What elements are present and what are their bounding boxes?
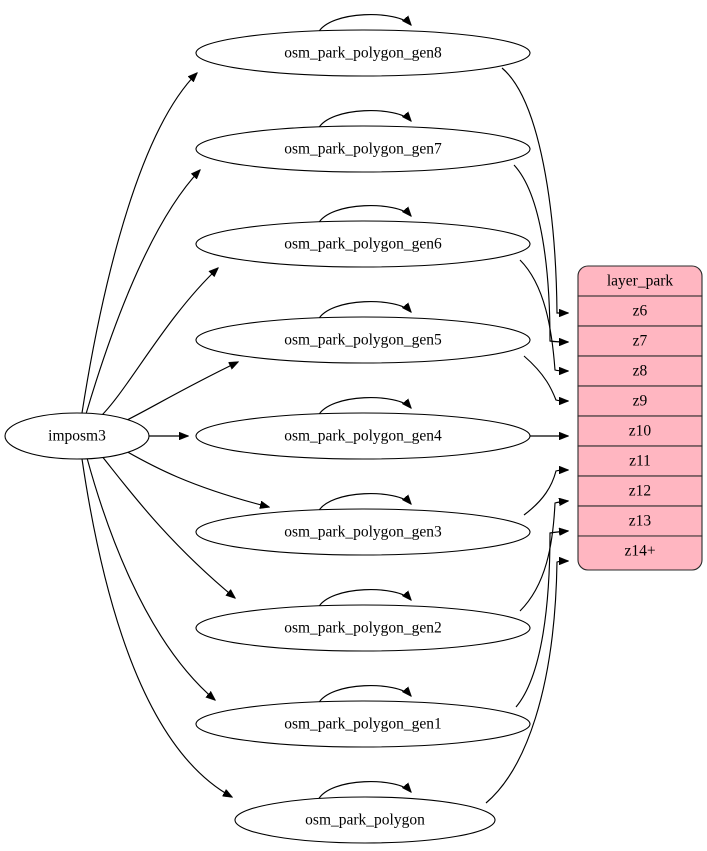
gen7-label: osm_park_polygon_gen7 xyxy=(284,141,442,158)
gen3-label: osm_park_polygon_gen3 xyxy=(284,524,442,541)
edge-imposm3-to-gen3 xyxy=(123,449,269,507)
edge-gen5-to-z9 xyxy=(523,355,568,401)
gen1-label: osm_park_polygon_gen1 xyxy=(284,716,442,733)
node-gen1[interactable]: osm_park_polygon_gen1 xyxy=(195,700,531,748)
self-loop-gen8 xyxy=(317,14,411,34)
gen8-label: osm_park_polygon_gen8 xyxy=(284,45,442,62)
layer-park-row-z8-label: z8 xyxy=(633,363,648,380)
edge-imposm3-to-gen1 xyxy=(86,457,215,700)
self-loop-gen4 xyxy=(317,397,411,417)
edges-to-layer-park xyxy=(485,67,568,804)
node-gen4[interactable]: osm_park_polygon_gen4 xyxy=(195,412,531,460)
gen6-label: osm_park_polygon_gen6 xyxy=(284,236,442,253)
layer-park-row-z14plus-label: z14+ xyxy=(624,543,655,560)
layer-park-row-z13[interactable] xyxy=(577,505,703,537)
self-loop-gen2 xyxy=(317,589,411,609)
self-loop-base xyxy=(317,781,411,801)
layer-park-row-z14plus[interactable] xyxy=(577,535,703,571)
edge-imposm3-to-base xyxy=(81,458,232,797)
edge-imposm3-to-gen6 xyxy=(99,268,218,418)
gen8-ellipse[interactable] xyxy=(195,29,531,77)
edge-imposm3-to-gen5 xyxy=(122,362,238,423)
layer-park-header-cell xyxy=(577,265,703,297)
layer-park-row-z9-label: z9 xyxy=(633,393,648,410)
edge-gen1-to-z13 xyxy=(515,531,568,708)
node-base[interactable]: osm_park_polygon xyxy=(234,796,496,844)
edge-imposm3-to-gen2 xyxy=(100,454,235,598)
edge-imposm3-to-gen8 xyxy=(81,73,197,414)
self-loop-edges xyxy=(317,14,411,801)
node-gen5[interactable]: osm_park_polygon_gen5 xyxy=(195,316,531,364)
node-gen8[interactable]: osm_park_polygon_gen8 xyxy=(195,29,531,77)
node-gen7[interactable]: osm_park_polygon_gen7 xyxy=(195,125,531,173)
edge-base-to-z14plus xyxy=(485,561,568,804)
gen3-ellipse[interactable] xyxy=(195,508,531,556)
node-layer-park-table[interactable]: layer_park z6 z7 z8 z9 z10 z11 z12 z13 z… xyxy=(577,265,703,571)
base-label: osm_park_polygon xyxy=(305,812,425,829)
self-loop-gen1 xyxy=(317,685,411,705)
self-loop-gen3 xyxy=(317,493,411,513)
edge-gen6-to-z8 xyxy=(519,259,568,371)
layer-park-row-z10[interactable] xyxy=(577,415,703,447)
gen4-label: osm_park_polygon_gen4 xyxy=(284,428,442,445)
layer-park-row-z11-label: z11 xyxy=(629,453,651,470)
node-gen2[interactable]: osm_park_polygon_gen2 xyxy=(195,604,531,652)
node-gen3[interactable]: osm_park_polygon_gen3 xyxy=(195,508,531,556)
gen2-label: osm_park_polygon_gen2 xyxy=(284,620,442,637)
layer-park-row-z6[interactable] xyxy=(577,295,703,327)
self-loop-gen5 xyxy=(317,301,411,321)
layer-park-row-z12[interactable] xyxy=(577,475,703,507)
self-loop-gen6 xyxy=(317,205,411,225)
edge-gen3-to-z11 xyxy=(523,470,568,516)
layer-park-row-z11[interactable] xyxy=(577,445,703,477)
layer-park-row-z10-label: z10 xyxy=(629,423,652,440)
edge-gen8-to-z6 xyxy=(501,67,568,313)
gen7-ellipse[interactable] xyxy=(195,125,531,173)
layer-park-row-z6-label: z6 xyxy=(633,303,648,320)
edges-from-imposm3 xyxy=(81,73,269,797)
self-loop-gen7 xyxy=(317,110,411,130)
gen6-ellipse[interactable] xyxy=(195,220,531,268)
layer-park-header-label: layer_park xyxy=(607,273,674,290)
edge-gen2-to-z12 xyxy=(519,501,568,612)
edge-imposm3-to-gen7 xyxy=(85,170,200,415)
node-gen6[interactable]: osm_park_polygon_gen6 xyxy=(195,220,531,268)
gen1-ellipse[interactable] xyxy=(195,700,531,748)
node-imposm3[interactable]: imposm3 xyxy=(4,412,150,460)
imposm3-label: imposm3 xyxy=(48,428,106,445)
layer-park-row-z12-label: z12 xyxy=(629,483,651,500)
gen5-ellipse[interactable] xyxy=(195,316,531,364)
layer-park-row-z13-label: z13 xyxy=(629,513,652,530)
base-ellipse[interactable] xyxy=(234,796,496,844)
gen2-ellipse[interactable] xyxy=(195,604,531,652)
gen4-ellipse[interactable] xyxy=(195,412,531,460)
edge-gen7-to-z7 xyxy=(513,164,568,342)
gen5-label: osm_park_polygon_gen5 xyxy=(284,332,442,349)
layer-park-row-z7-label: z7 xyxy=(633,333,648,350)
imposm3-ellipse[interactable] xyxy=(4,412,150,460)
